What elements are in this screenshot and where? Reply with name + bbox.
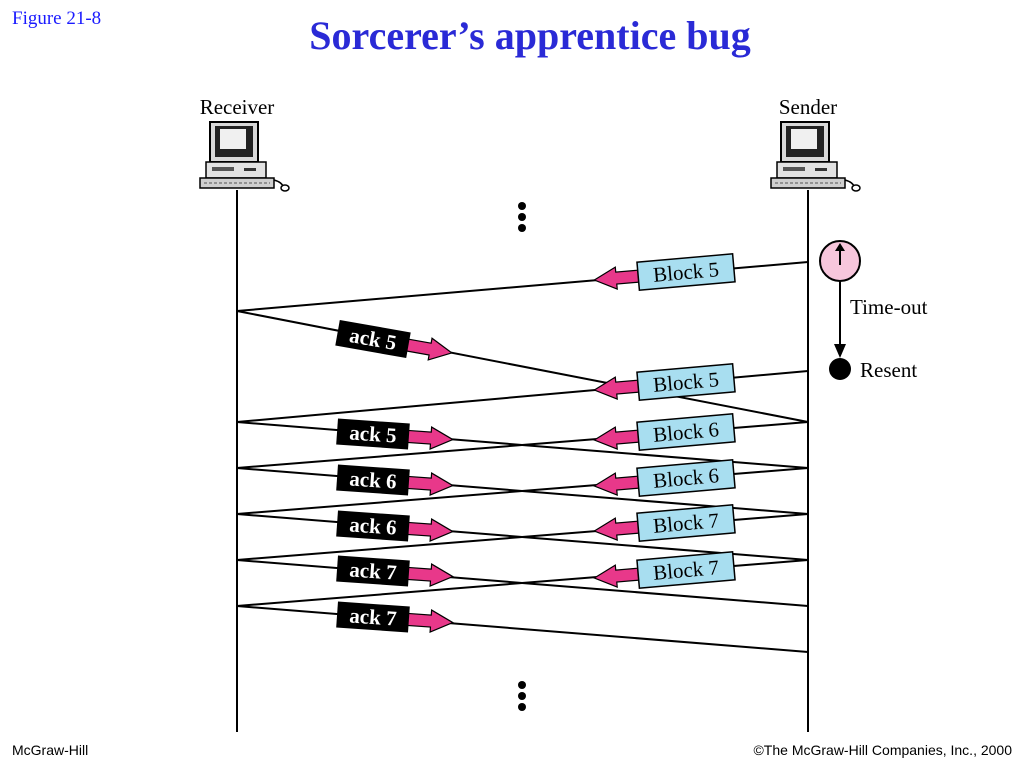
- receiver-computer-icon: [199, 121, 290, 192]
- ack-tag: ack 5: [335, 319, 454, 361]
- page-title: Sorcerer’s apprentice bug: [309, 13, 751, 58]
- block-label: Block 6: [652, 417, 720, 447]
- block-tag: Block 5: [593, 253, 736, 291]
- block-label: Block 6: [652, 463, 720, 493]
- resent-dot-icon: [829, 358, 851, 380]
- ellipsis-bottom-icon: [518, 681, 526, 711]
- sender-label: Sender: [779, 95, 837, 119]
- ack-line: [236, 421, 809, 469]
- ack-line: [236, 310, 809, 423]
- block-tag: Block 7: [593, 551, 736, 589]
- ack-label: ack 5: [348, 323, 399, 355]
- timeout-arrowhead-icon: [834, 344, 846, 358]
- block-tag: Block 6: [593, 413, 736, 451]
- figure-label: Figure 21-8: [12, 8, 102, 29]
- resent-label: Resent: [860, 358, 917, 382]
- ack-label: ack 6: [349, 512, 398, 539]
- sender-computer-icon: [770, 121, 861, 192]
- ack-label: ack 7: [349, 603, 398, 630]
- ellipsis-top-icon: [518, 202, 526, 232]
- ack-tag: ack 7: [336, 601, 455, 633]
- ack-label: ack 5: [349, 420, 398, 447]
- timeout-label: Time-out: [850, 295, 928, 319]
- footer-copyright: ©The McGraw-Hill Companies, Inc., 2000: [753, 742, 1012, 758]
- block-label: Block 7: [652, 508, 720, 538]
- block-tag: Block 7: [593, 504, 736, 542]
- ack-tag: ack 6: [336, 510, 455, 542]
- timer-icon: [819, 240, 861, 282]
- ack-tag: ack 6: [336, 464, 455, 496]
- block-tag: Block 5: [593, 363, 736, 401]
- ack-line: [236, 513, 809, 561]
- ack-line: [236, 605, 809, 653]
- footer-publisher: McGraw-Hill: [12, 742, 89, 758]
- block-label: Block 7: [652, 555, 720, 585]
- ack-line: [236, 559, 809, 607]
- ack-label: ack 7: [349, 557, 398, 584]
- ack-tag: ack 7: [336, 555, 455, 587]
- block-label: Block 5: [652, 367, 720, 397]
- ack-label: ack 6: [349, 466, 398, 493]
- ack-lines: [236, 310, 809, 653]
- receiver-label: Receiver: [200, 95, 275, 119]
- block-tag: Block 6: [593, 459, 736, 497]
- block-label: Block 5: [652, 257, 720, 287]
- ack-tag: ack 5: [336, 418, 455, 450]
